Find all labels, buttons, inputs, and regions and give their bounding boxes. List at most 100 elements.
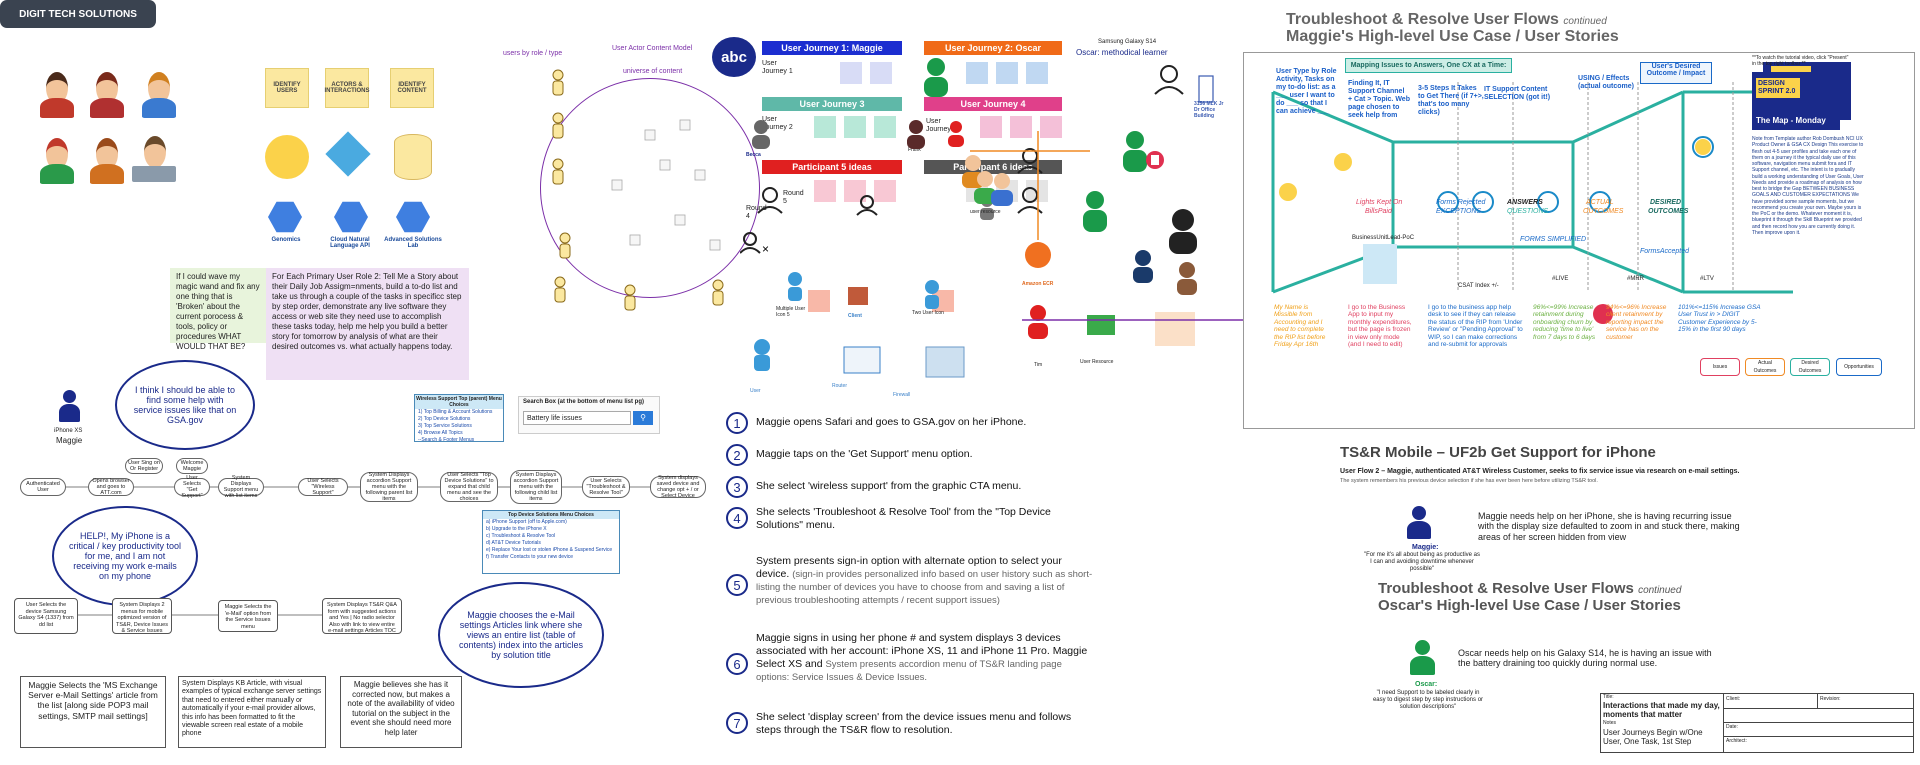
flow-node: Welcome Maggie (176, 458, 208, 474)
title-block: Title: Interactions that made my day, mo… (1600, 693, 1914, 753)
frank-label: Frank (908, 147, 921, 153)
lane-label: DESIRED (1650, 199, 1682, 206)
journey-3-bar: User Journey 3 (762, 97, 902, 111)
round-label: Round 4 (746, 205, 767, 221)
uj-label: User Journey 1 (762, 60, 793, 76)
icon-label: Cloud Natural Language API (330, 237, 370, 249)
menu-item[interactable]: 4) Browse All Topics (418, 430, 463, 436)
outcome-note: 101%<=115% Increase GSA User Trust in > … (1678, 304, 1761, 334)
wand-note: If I could wave my magic wand and fix an… (170, 268, 266, 351)
oscar-persona-icons (1083, 65, 1214, 346)
outcome-note: I go to the business app help desk to se… (1428, 304, 1523, 349)
search-panel: Search Box (at the bottom of menu list p… (518, 396, 660, 434)
user-label: User (750, 388, 761, 394)
right-title-1: Troubleshoot & Resolve User Flows contin… (1286, 11, 1607, 29)
uj-label: User Journey 2 (762, 116, 793, 132)
journey-card (814, 180, 836, 202)
journey-card (1010, 116, 1032, 138)
menu-item[interactable]: e) Replace Your lost or stolen iPhone & … (486, 547, 613, 553)
journey-card (874, 180, 896, 202)
video-caption: The Map - Monday (1756, 116, 1826, 125)
bottom-label: #LTV (1700, 276, 1714, 282)
col-finding: Finding It, IT Support Channel + Cat > T… (1348, 80, 1410, 120)
journey-4-bar: User Journey 4 (924, 97, 1062, 111)
avatar-head (148, 72, 170, 104)
lane-label: Lights Kept On (1356, 199, 1403, 206)
step-number: 5 (726, 574, 748, 596)
users-by-role-label: users by role / type (503, 50, 563, 57)
maggie-quote: "For me it's all about being as producti… (1364, 552, 1481, 572)
samsung-model: Samsung Galaxy S14 (1098, 39, 1157, 45)
journey-card (844, 180, 866, 202)
lane-label: QUESTIONS (1507, 208, 1549, 215)
firewall-label: Firewall (893, 392, 911, 398)
flow-node: Opens browser and goes to ATT.com (88, 478, 134, 496)
step-main: System presents sign-in option with alte… (756, 555, 1062, 581)
icon-label: Genomics (271, 237, 301, 243)
video-thumbnail[interactable]: DESIGN SPRINT 2.0 The Map - Monday (1752, 72, 1840, 130)
flow-node: System Displays accordion Support menu w… (510, 470, 562, 504)
col-usertype: User Type by Role Activity, Tasks on my … (1276, 68, 1337, 116)
bottom-label: #MRR (1627, 276, 1645, 282)
col-steps: 3-5 Steps It Takes to Get There (if 7+>,… (1418, 85, 1484, 117)
step-main: Maggie signs in using her phone # and sy… (756, 632, 1088, 671)
flow-box: System Displays 2 menus for mobile optim… (112, 598, 172, 634)
flow-line: User Flow 2 – Maggie, authenticated AT&T… (1340, 468, 1740, 475)
menu-item[interactable]: b) Upgrade to the iPhone X (486, 526, 547, 532)
lane-label: Forms Rejected (1436, 199, 1486, 206)
architect-field: Architect: (1726, 738, 1747, 744)
sticky-identify-content: IDENTIFY CONTENT (390, 68, 434, 108)
step-sub: System presents accordion menu of TS&R l… (756, 659, 1062, 684)
flow-box: System Displays KB Article, with visual … (178, 676, 326, 748)
step-number: 6 (726, 653, 748, 675)
flow-box: Maggie believes she has it corrected now… (340, 676, 462, 748)
becca-label: Becca (746, 152, 761, 158)
search-input[interactable]: Battery life issues (523, 411, 631, 425)
maggie-avatar-icon (1405, 506, 1433, 540)
title-block-right: Client: Revision: Date: Architect: (1724, 694, 1913, 752)
multiple-user-label: Multiple User Icon 5 (776, 306, 806, 318)
menu-item[interactable]: d) AT&T Device Tutorials (486, 540, 541, 546)
menu-item[interactable]: f) Transfer Contacts to your new device (486, 554, 573, 560)
lane-label: OUTCOMES (1583, 208, 1624, 215)
menu-item[interactable]: --Search & Footer Menus (418, 437, 475, 443)
journey-figures: × (740, 58, 1090, 378)
journey-card (1040, 116, 1062, 138)
journey-card (996, 62, 1018, 84)
journey-2-bar: User Journey 2: Oscar (924, 41, 1062, 55)
lane-label: ANSWERS (1507, 199, 1543, 206)
flow-node: User Selects "Top Device Solutions" to e… (440, 472, 498, 502)
circle-shape (265, 135, 309, 179)
step-text: System presents sign-in option with alte… (756, 555, 1096, 608)
menu-item[interactable]: 2) Top Device Solutions (418, 416, 471, 422)
oscar-quote: "I need Support to be labeled clearly in… (1372, 690, 1484, 710)
maggie-name: Maggie (56, 436, 83, 445)
col-selection: IT Support Content SELECTION (got it!) (1484, 86, 1551, 102)
flow-node: User Selects "Troubleshoot & Resolve Too… (582, 476, 630, 498)
user-resource2-label: User Resource (1080, 359, 1114, 365)
step-text: Maggie taps on the 'Get Support' menu op… (756, 448, 973, 460)
menu-item[interactable]: 3) Top Service Solutions (418, 423, 472, 429)
svg-text:×: × (762, 242, 769, 256)
author-note: Note from Template author Rob Dombush NC… (1752, 136, 1864, 236)
maggie-icon (57, 390, 81, 424)
flow-node: System Displays accordion Support menu w… (360, 472, 418, 502)
menu-item[interactable]: 1) Top Billing & Account Solutions (418, 409, 493, 415)
client-label: Client (848, 313, 862, 319)
oscar-title-cont: continued (1638, 585, 1682, 596)
mapping-header: Mapping Issues to Answers, One CX at a T… (1345, 58, 1512, 73)
router-label: Router (832, 383, 848, 389)
step-sub: (sign-in provides personalized info base… (756, 569, 1093, 607)
user-resource-label: user resource (970, 209, 1001, 215)
outcome-note: 94%<=96% Increase client retainment by r… (1606, 304, 1667, 341)
outcome-note: 96%<=99% Increase retainment during onbo… (1533, 304, 1596, 341)
step-number: 7 (726, 712, 748, 734)
flow-sub: The system remembers his previous device… (1340, 478, 1598, 484)
lane-label: EXCEPTIONS (1436, 208, 1482, 215)
menu-item[interactable]: c) Troubleshoot & Resolve Tool (486, 533, 556, 539)
menu-item[interactable]: a) iPhone Support (off to Apple.com) (486, 519, 567, 525)
search-icon[interactable]: ⚲ (633, 411, 653, 425)
laptop-icon (132, 166, 176, 182)
flow-box: User Selects the device Samsung Galaxy S… (14, 598, 78, 634)
avatar-group (36, 68, 186, 188)
